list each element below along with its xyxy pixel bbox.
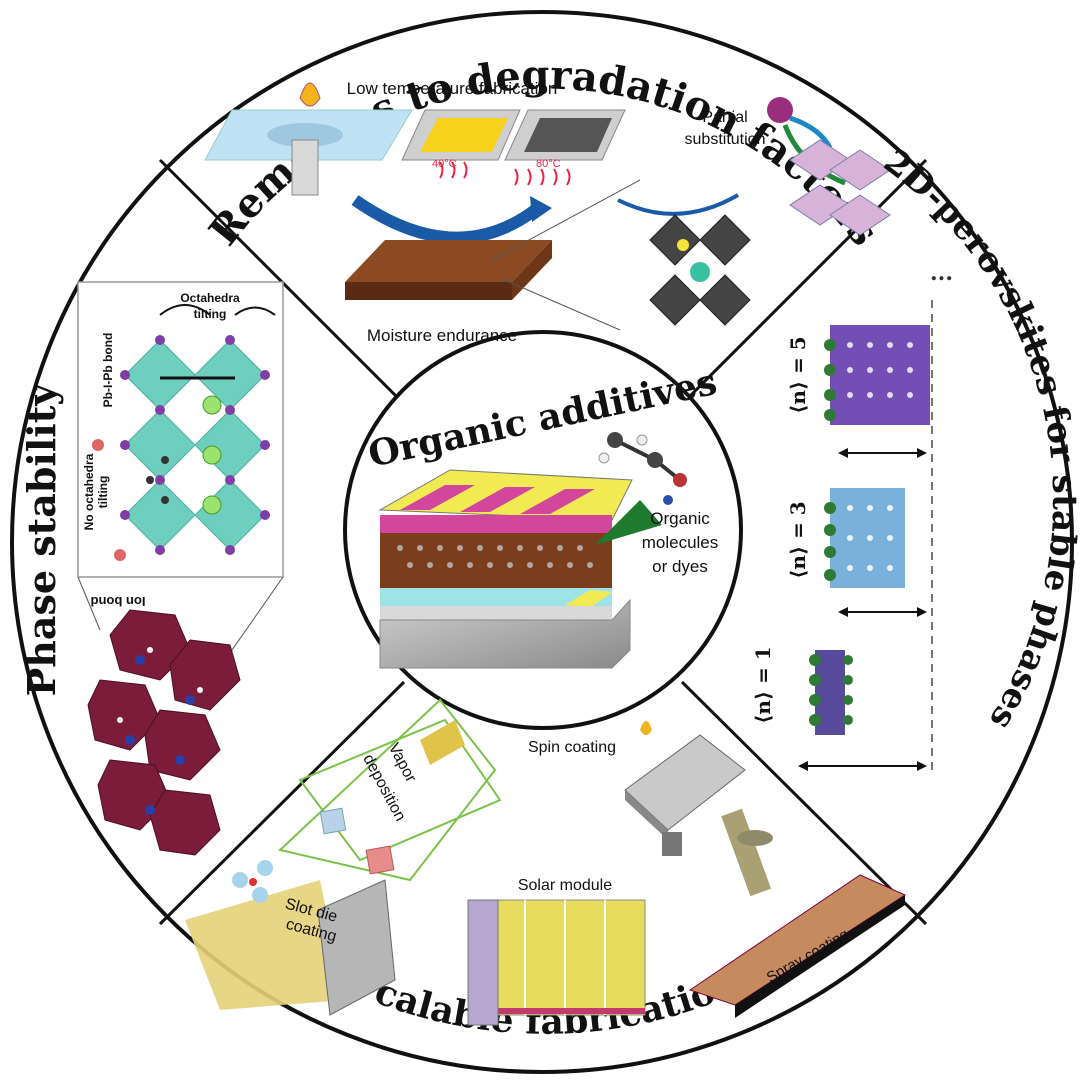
moisture-endurance-illustration	[345, 179, 751, 331]
perovskite-n3	[824, 488, 905, 588]
pb-i-pb-label: Pb-I-Pb bond	[101, 333, 115, 408]
low-temp-label: Low temperature fabrication	[347, 79, 558, 98]
divider-bottom-right	[680, 680, 928, 926]
ion-bond-label: Ion bond	[91, 594, 146, 609]
low-temp-fabrication-illustration	[204, 82, 626, 196]
perovskite-n5	[824, 325, 930, 425]
partial-label-1: Partial	[702, 109, 747, 126]
left-section-title: Phase stability	[19, 383, 64, 697]
no-octahedra-label-1: No octahedra	[82, 453, 96, 530]
partial-substitution-illustration	[767, 97, 891, 236]
callout-line-2: molecules	[642, 533, 719, 552]
temp-40-label: 40°C	[432, 158, 457, 170]
moisture-label: Moisture endurance	[367, 326, 517, 345]
callout-line-1: Organic	[650, 509, 710, 528]
slot-die-coating-illustration	[185, 860, 396, 1016]
solar-label: Solar module	[518, 877, 612, 894]
partial-label-2: substitution	[685, 131, 766, 148]
spray-coating-illustration	[688, 808, 907, 1018]
phase-crystal-cluster-illustration	[87, 609, 241, 856]
octahedra-lattice-illustration	[92, 304, 276, 561]
spin-coating-illustration	[624, 721, 746, 856]
octahedra-label-2: tilting	[194, 307, 227, 321]
divider-bottom-left	[158, 680, 406, 926]
divider-top-right	[680, 158, 928, 406]
molecule-icon	[598, 432, 687, 505]
n3-label: ⟨n⟩ = 3	[786, 501, 810, 578]
phase-inset-box	[77, 281, 284, 578]
spin-label: Spin coating	[528, 739, 616, 756]
perovskite-n1	[809, 650, 853, 735]
temp-80-label: 80°C	[536, 158, 561, 170]
organic-additives-device-illustration	[378, 469, 662, 669]
n5-label: ⟨n⟩ = 5	[786, 336, 810, 413]
no-octahedra-label-2: tilting	[96, 476, 110, 509]
right-dots: ...	[930, 260, 953, 286]
vapor-deposition-illustration	[277, 698, 502, 882]
octahedra-label-1: Octahedra	[180, 291, 240, 305]
solar-module-illustration	[467, 899, 646, 1026]
callout-line-3: or dyes	[652, 557, 708, 576]
n1-label: ⟨n⟩ = 1	[751, 646, 775, 723]
